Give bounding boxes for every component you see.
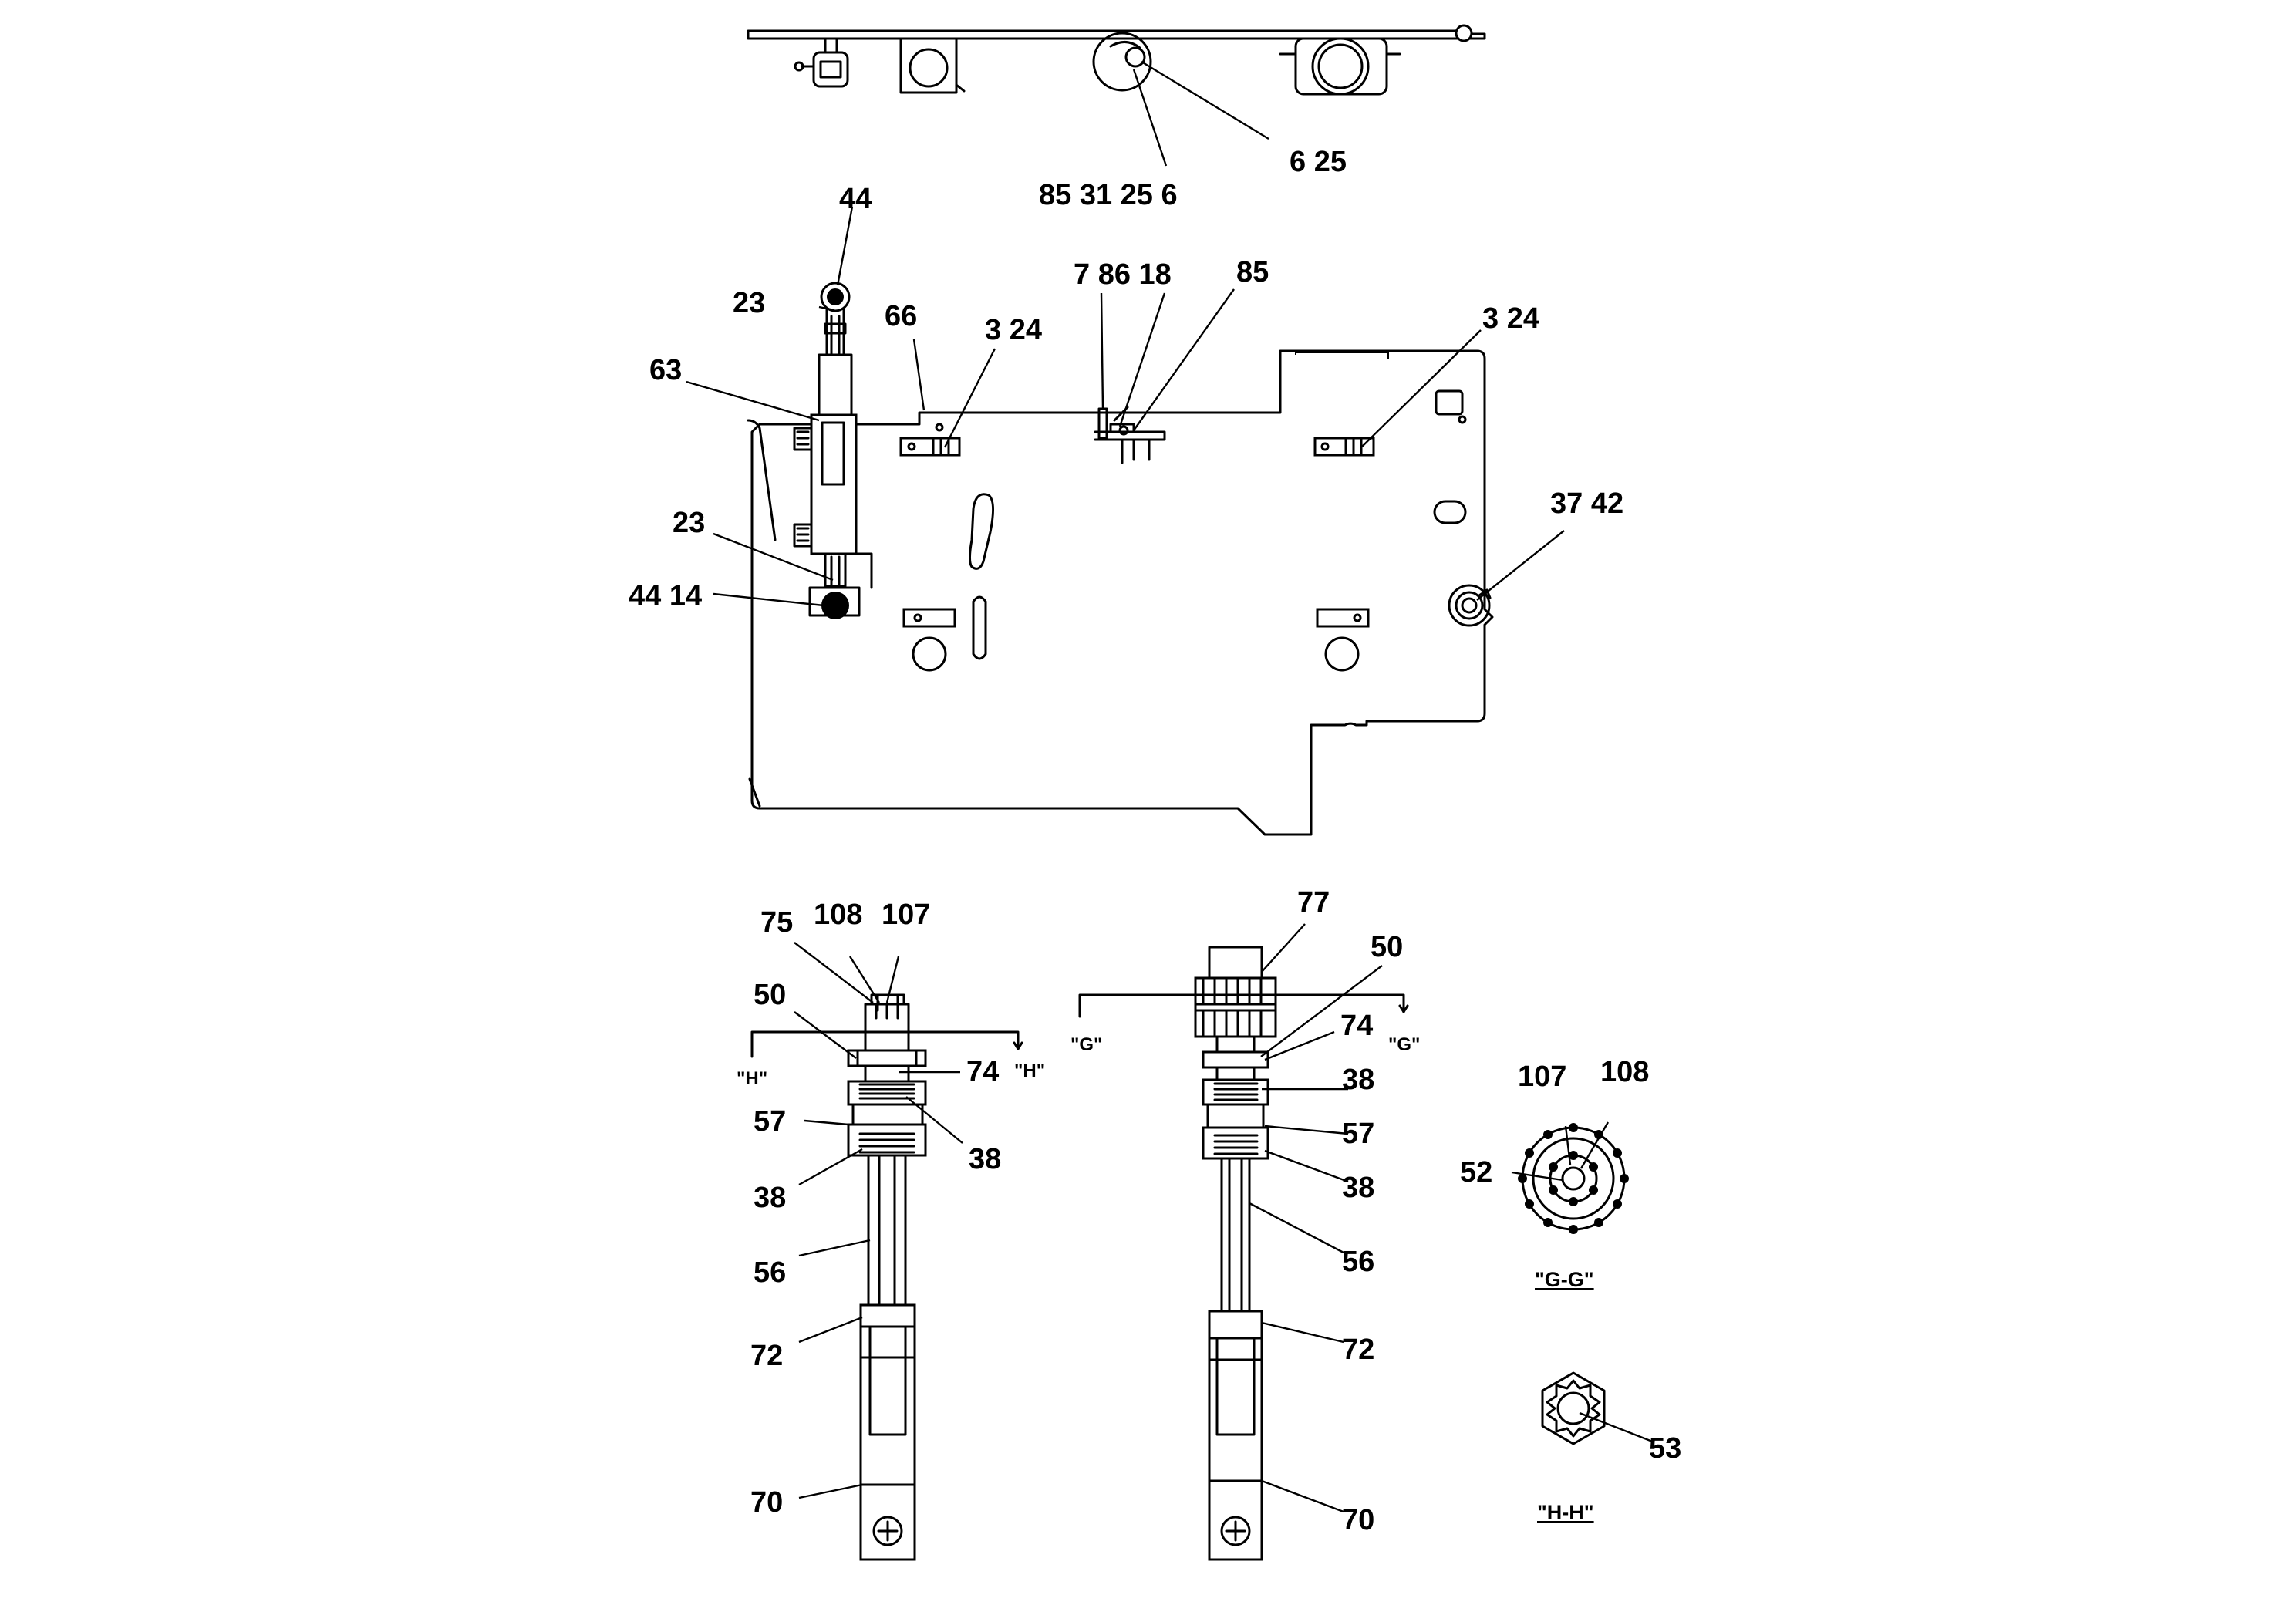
actuator-cylinder (747, 282, 873, 619)
label-85-31-25-6: 85 31 25 6 (1039, 179, 1178, 211)
label-23-top: 23 (733, 287, 765, 319)
label-h-56: 56 (754, 1256, 786, 1289)
label-gg-52: 52 (1460, 1156, 1492, 1189)
label-37-42: 37 42 (1550, 487, 1623, 520)
label-6-25: 6 25 (1290, 146, 1347, 178)
main-plate (748, 349, 1494, 836)
label-23-mid: 23 (673, 507, 705, 539)
label-h-108: 108 (814, 899, 862, 931)
section-g-g-view (1518, 1123, 1629, 1234)
label-h-72: 72 (750, 1340, 783, 1372)
label-g-74: 74 (1340, 1010, 1373, 1042)
label-g-38-bottom: 38 (1342, 1172, 1374, 1204)
label-3-24-left: 3 24 (985, 314, 1042, 346)
label-h-107: 107 (882, 899, 930, 931)
top-side-view (747, 24, 1486, 96)
part-labels: 6 25 85 31 25 6 44 23 63 23 44 14 66 3 2… (629, 146, 1681, 1536)
section-caption-h-h: "H-H" (1537, 1501, 1594, 1524)
label-3-24-right: 3 24 (1482, 302, 1539, 335)
label-h-75: 75 (760, 906, 793, 939)
label-44-14: 44 14 (629, 580, 702, 612)
section-caption-g-g: "G-G" (1535, 1268, 1594, 1291)
label-63: 63 (649, 354, 682, 386)
shaft-assembly-g (1078, 946, 1409, 1561)
label-gg-107: 107 (1518, 1061, 1566, 1093)
label-44-top: 44 (839, 183, 872, 215)
leader-lines (686, 60, 1655, 1513)
label-g-77: 77 (1297, 886, 1330, 919)
label-hh-53: 53 (1649, 1432, 1681, 1465)
label-g-56: 56 (1342, 1246, 1374, 1278)
section-mark-h-left: "H" (737, 1068, 767, 1089)
label-h-70: 70 (750, 1486, 783, 1519)
label-66: 66 (885, 300, 917, 332)
label-h-57: 57 (754, 1105, 786, 1138)
label-h-38-right: 38 (969, 1143, 1001, 1175)
label-g-70: 70 (1342, 1504, 1374, 1536)
shaft-assembly-h (750, 993, 1023, 1561)
label-gg-108: 108 (1600, 1056, 1649, 1088)
section-h-h-view (1541, 1371, 1606, 1445)
label-g-38-top: 38 (1342, 1064, 1374, 1096)
section-mark-g-left: "G" (1070, 1034, 1102, 1055)
label-g-72: 72 (1342, 1334, 1374, 1366)
section-mark-h-right: "H" (1014, 1061, 1045, 1081)
section-marks: "H" "H" "G" "G" "G-G" "H-H" (737, 1034, 1594, 1524)
label-h-74: 74 (966, 1056, 999, 1088)
label-h-50: 50 (754, 979, 786, 1011)
section-mark-g-right: "G" (1388, 1034, 1420, 1055)
label-g-50: 50 (1371, 931, 1403, 963)
label-g-57: 57 (1342, 1118, 1374, 1150)
label-7-86-18: 7 86 18 (1074, 258, 1172, 291)
label-85: 85 (1236, 256, 1269, 288)
label-h-38-left: 38 (754, 1182, 786, 1214)
